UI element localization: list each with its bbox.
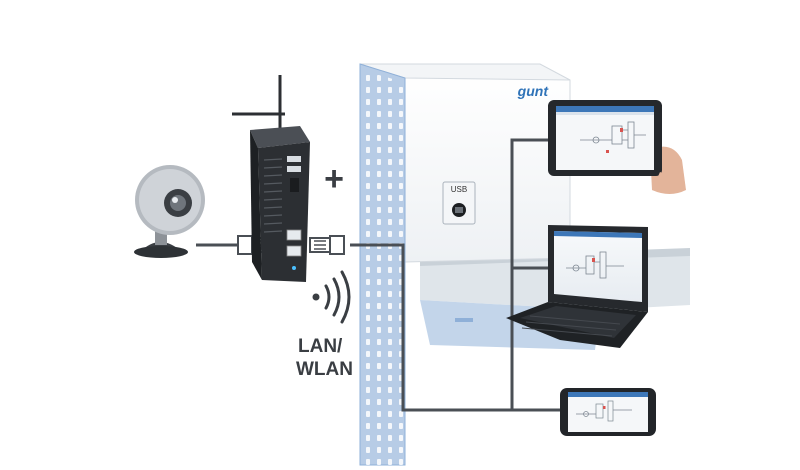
- webcam-icon: [134, 165, 205, 258]
- smartphone-icon: [560, 388, 656, 436]
- laptop-icon: [506, 225, 648, 348]
- brand-logo: gunt: [517, 83, 550, 99]
- wifi-signal-icon: [312, 270, 351, 324]
- rj45-connector-icon-2: [309, 235, 345, 255]
- tablet-icon: [548, 100, 686, 194]
- connection-label-wlan: WLAN: [296, 359, 353, 380]
- usb-port-inner: [455, 207, 463, 213]
- connection-label-lan: LAN/: [298, 336, 343, 357]
- cable-router-network: [350, 243, 565, 412]
- plus-sign: +: [324, 160, 344, 198]
- cabinet-front-panel: [404, 71, 571, 263]
- drawer-handle: [455, 318, 473, 322]
- trainer-cabinet: USB gunt: [359, 63, 690, 466]
- usb-label: USB: [451, 185, 467, 194]
- router-icon: [232, 75, 310, 282]
- perforated-column-holes: [362, 70, 403, 465]
